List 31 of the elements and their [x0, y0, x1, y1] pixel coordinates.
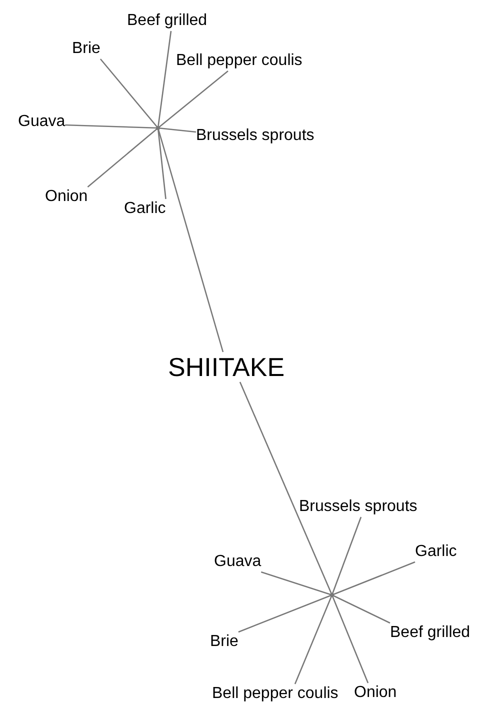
- ingredient-label: Brie: [72, 39, 100, 59]
- connector-line: [158, 127, 196, 133]
- connector-line: [157, 128, 224, 352]
- ingredient-label: Beef grilled: [390, 623, 470, 643]
- connector-line: [65, 124, 158, 129]
- ingredient-label: Onion: [45, 187, 88, 207]
- center-label: SHIITAKE: [168, 352, 285, 382]
- connector-line: [158, 70, 228, 128]
- connector-line: [332, 594, 390, 624]
- connector-line: [87, 128, 158, 188]
- connector-line: [331, 516, 362, 596]
- ingredient-label: Garlic: [415, 542, 457, 562]
- connector-line: [331, 594, 369, 684]
- connector-line: [157, 128, 166, 200]
- ingredient-label: Guava: [18, 112, 66, 132]
- connector-line: [100, 58, 158, 128]
- ingredient-label: Brie: [210, 632, 238, 652]
- connector-line: [157, 30, 172, 128]
- connector-line: [239, 382, 333, 596]
- ingredient-label: Brussels sprouts: [299, 497, 418, 517]
- connector-line: [260, 571, 332, 596]
- ingredient-label: Onion: [354, 683, 397, 703]
- connector-line: [238, 594, 332, 633]
- ingredient-label: Bell pepper coulis: [212, 684, 338, 704]
- ingredient-label: Beef grilled: [127, 11, 208, 31]
- connector-line: [332, 561, 416, 596]
- connector-line: [294, 594, 333, 684]
- ingredient-label: Guava: [214, 552, 262, 572]
- ingredient-label: Brussels sprouts: [196, 126, 314, 146]
- ingredient-label: Bell pepper coulis: [176, 51, 302, 71]
- ingredient-label: Garlic: [124, 199, 166, 219]
